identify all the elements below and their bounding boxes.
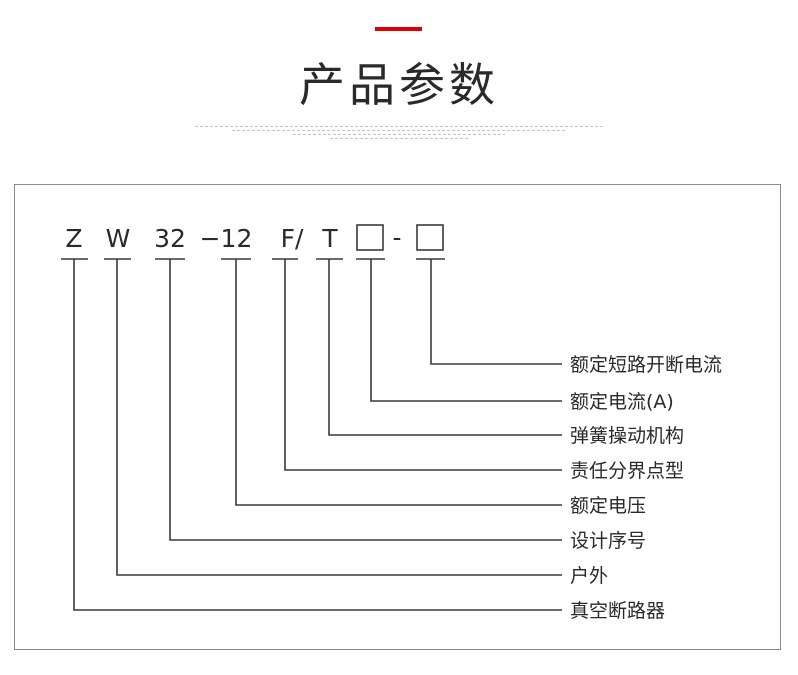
leader-outdoor — [116, 259, 562, 576]
current-placeholder-box — [356, 224, 384, 251]
leader-boundary-type — [284, 259, 562, 471]
code-segment-f: F/ — [281, 224, 304, 253]
label-rated-current: 额定电流(A) — [570, 391, 674, 413]
leader-breaking-current — [430, 259, 562, 365]
label-vacuum-circuit-breaker: 真空断路器 — [570, 600, 665, 622]
title-accent-bar — [375, 27, 422, 31]
leader-rated-voltage — [235, 259, 562, 506]
code-segment-32: 32 — [154, 224, 186, 253]
code-segment-z: Z — [65, 224, 82, 253]
code-segment-w: W — [106, 224, 131, 253]
code-segment-t: T — [321, 224, 338, 253]
label-spring-operating-mechanism: 弹簧操动机构 — [570, 425, 684, 447]
label-rated-short-circuit-breaking-current: 额定短路开断电流 — [570, 354, 722, 376]
model-code-panel — [14, 184, 781, 650]
page-title: 产品参数 — [299, 58, 499, 112]
code-segment-dash: - — [392, 223, 401, 252]
label-design-number: 设计序号 — [570, 530, 646, 552]
label-outdoor: 户外 — [570, 565, 608, 587]
leader-spring-mechanism — [328, 259, 562, 436]
leader-rated-current — [370, 259, 562, 402]
label-rated-voltage: 额定电压 — [570, 495, 646, 517]
leader-design-number — [169, 259, 562, 541]
code-segment-voltage: −12 — [200, 224, 253, 253]
decorative-subtitle-lines — [195, 126, 603, 142]
leader-vacuum-breaker — [73, 259, 562, 611]
breaking-current-placeholder-box — [416, 224, 444, 251]
label-boundary-point-type: 责任分界点型 — [570, 460, 684, 482]
